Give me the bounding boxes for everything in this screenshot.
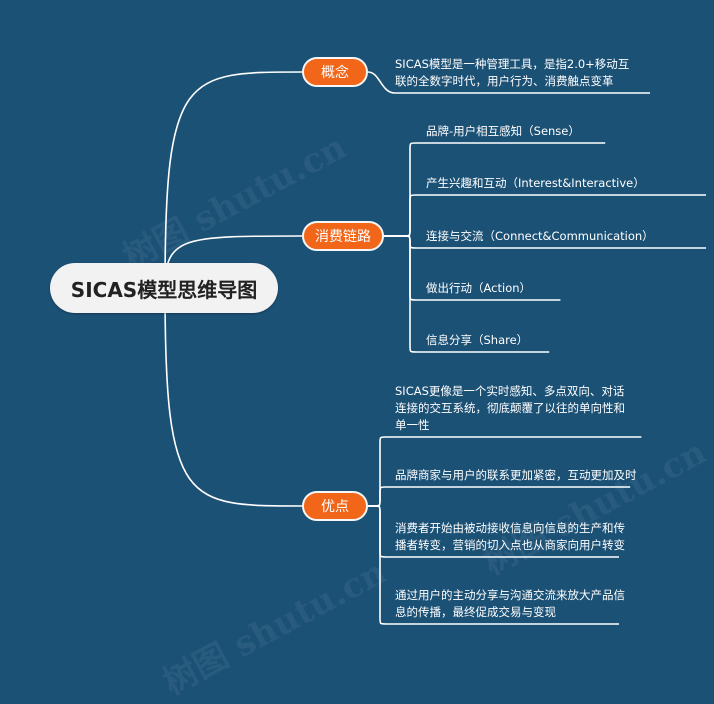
leaf-connector — [367, 71, 650, 94]
leaf-text-line: 连接与交流（Connect&Communication） — [426, 229, 654, 243]
leaf-connector — [403, 235, 426, 353]
leaf-text-line: SICAS更像是一个实时感知、多点双向、对话 — [395, 384, 625, 398]
leaf-node[interactable]: 产生兴趣和互动（Interest&Interactive） — [426, 175, 645, 192]
topic-advantages[interactable]: 优点 — [302, 491, 368, 521]
leaf-text-line: 做出行动（Action） — [426, 281, 532, 295]
root-topic-connector — [164, 287, 303, 507]
leaf-text-line: 播者转变，营销的切入点也从商家向用户转变 — [395, 538, 625, 552]
leaf-text-line: SICAS模型是一种管理工具，是指2.0+移动互 — [395, 57, 630, 71]
leaf-connector — [403, 194, 426, 237]
leaf-node[interactable]: 连接与交流（Connect&Communication） — [426, 228, 654, 245]
leaf-text-line: 通过用户的主动分享与沟通交流来放大产品信 — [395, 588, 625, 602]
leaf-text-line: 息的传播，最终促成交易与变现 — [395, 605, 556, 619]
leaf-node[interactable]: 品牌商家与用户的联系更加紧密，互动更加及时 — [395, 467, 637, 484]
connector-lines — [164, 71, 706, 625]
leaf-connector — [403, 235, 426, 249]
leaf-node[interactable]: 品牌-用户相互感知（Sense） — [426, 123, 580, 140]
leaf-text-line: 品牌商家与用户的联系更加紧密，互动更加及时 — [395, 468, 637, 482]
leaf-text-line: 连接的交互系统，彻底颠覆了以往的单向性和 — [395, 401, 625, 415]
leaf-text-line: 单一性 — [395, 418, 430, 432]
leaf-connector — [403, 142, 426, 237]
leaf-text-line: 联的全数字时代，用户行为、消费触点变革 — [395, 74, 614, 88]
leaf-text-line: 产生兴趣和互动（Interest&Interactive） — [426, 176, 645, 190]
leaf-node[interactable]: 信息分享（Share） — [426, 332, 528, 349]
leaf-connector — [403, 235, 426, 301]
leaf-connector — [373, 436, 395, 507]
leaf-text-line: 品牌-用户相互感知（Sense） — [426, 124, 580, 138]
leaf-node[interactable]: 消费者开始由被动接收信息向信息的生产和传播者转变，营销的切入点也从商家向用户转变 — [395, 520, 625, 554]
leaf-connector — [373, 486, 395, 507]
leaf-text-line: 信息分享（Share） — [426, 333, 529, 347]
leaf-connector — [373, 505, 395, 625]
topic-consumption-chain[interactable]: 消费链路 — [302, 221, 384, 251]
leaf-node[interactable]: SICAS模型是一种管理工具，是指2.0+移动互联的全数字时代，用户行为、消费触… — [395, 56, 629, 90]
topic-concept[interactable]: 概念 — [302, 57, 368, 87]
root-node[interactable]: SICAS模型思维导图 — [50, 263, 278, 313]
leaf-node[interactable]: 做出行动（Action） — [426, 280, 531, 297]
leaf-node[interactable]: 通过用户的主动分享与沟通交流来放大产品信息的传播，最终促成交易与变现 — [395, 587, 625, 621]
root-topic-connector — [164, 71, 303, 289]
leaf-connector — [373, 505, 395, 558]
leaf-node[interactable]: SICAS更像是一个实时感知、多点双向、对话连接的交互系统，彻底颠覆了以往的单向… — [395, 383, 625, 434]
leaf-text-line: 消费者开始由被动接收信息向信息的生产和传 — [395, 521, 625, 535]
